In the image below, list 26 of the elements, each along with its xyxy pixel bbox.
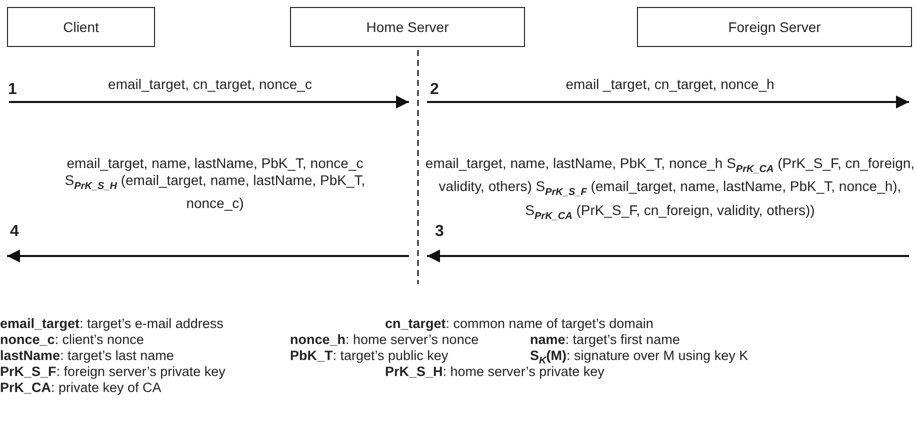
message-arrow: [7, 250, 409, 262]
message-label: email _target, cn_target, nonce_h: [564, 76, 776, 92]
message-label: email_target, name, lastName, PbK_T, nonce_c S$_{PrK_S_H}$ (email_target, name, lastName, PbK_T, nonce_c): [64, 155, 366, 212]
message-label: email_target, name, lastName, PbK_T, nonce_h S$_{PrK_CA}$ (PrK_S_F, cn_foreign, validity, others) S$_{PrK_S_F}$ (email_target, name, lastName, PbK_T, nonce_h), S$_{PrK_CA}$ (PrK_S_F, cn_foreign, validity, others)): [425, 155, 915, 224]
glossary-entry: PrK_S_H: home server’s private key: [385, 364, 604, 380]
participant-name: Foreign Server: [728, 19, 821, 35]
step-number: 4: [10, 224, 19, 240]
glossary-entry: PbK_T: target’s public key: [290, 348, 448, 364]
message-label: email_target, cn_target, nonce_c: [107, 76, 313, 92]
glossary-entry: nonce_c: client’s nonce: [0, 332, 144, 348]
glossary-entry: PrK_CA: private key of CA: [0, 380, 162, 396]
glossary-entry: lastName: target’s last name: [0, 348, 174, 364]
step-number: 3: [435, 224, 444, 240]
message-arrow: [427, 96, 909, 108]
message-arrow: [9, 96, 409, 108]
message-arrow: [427, 250, 909, 262]
glossary-entry: email_target: target’s e-mail address: [0, 316, 224, 332]
glossary-entry: name: target’s first name: [530, 332, 680, 348]
glossary-entry: nonce_h: home server’s nonce: [290, 332, 479, 348]
participant-name: Home Server: [366, 19, 449, 35]
glossary-entry: PrK_S_F: foreign server’s private key: [0, 364, 226, 380]
step-number: 1: [8, 82, 17, 98]
glossary-entry: S$_{K}$(M): signature over M using key K: [530, 348, 748, 367]
step-number: 2: [430, 82, 439, 98]
participant-name: Client: [63, 19, 99, 35]
glossary-entry: cn_target: common name of target’s domain: [385, 316, 654, 332]
